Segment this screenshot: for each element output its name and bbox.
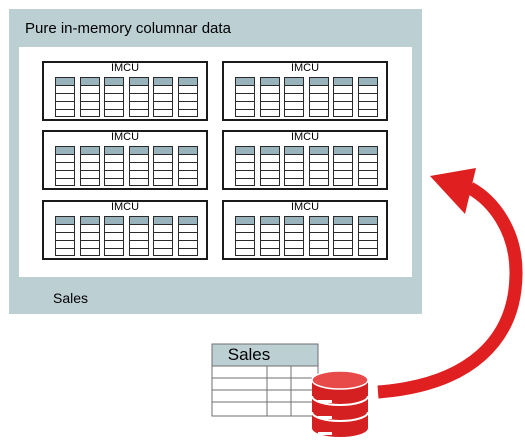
imcu-column <box>308 77 329 117</box>
imcu-column-header <box>358 217 377 225</box>
imcu-label: IMCU <box>110 131 140 143</box>
imcu-column <box>333 216 353 256</box>
imcu-column-header <box>309 78 328 86</box>
imcu-column <box>79 77 100 117</box>
imcu-column <box>357 216 378 256</box>
imcu-column-header <box>56 217 74 225</box>
imcu-block: IMCU <box>42 130 208 190</box>
imcu-column-header <box>285 78 303 86</box>
imcu-column-header <box>56 147 74 155</box>
imcu-column <box>284 146 304 186</box>
imcu-label: IMCU <box>290 62 320 74</box>
imcu-block: IMCU <box>222 130 388 190</box>
imcu-column-header <box>358 147 377 155</box>
imcu-column <box>55 216 75 256</box>
imcu-column <box>55 77 75 117</box>
imcu-column-header <box>236 217 254 225</box>
imcu-column <box>308 146 329 186</box>
imcu-block: IMCU <box>222 200 388 260</box>
imcu-column <box>357 146 378 186</box>
imcu-column-header <box>129 147 148 155</box>
imcu-column <box>79 216 100 256</box>
imcu-block: IMCU <box>222 61 388 121</box>
imcu-column <box>55 146 75 186</box>
imcu-label: IMCU <box>110 201 140 213</box>
imcu-column-header <box>309 217 328 225</box>
panel-footer-label: Sales <box>53 290 89 306</box>
imcu-column-header <box>260 147 279 155</box>
panel-title: Pure in-memory columnar data <box>25 20 231 37</box>
imcu-column-header <box>334 217 352 225</box>
imcu-column <box>128 77 149 117</box>
imcu-column <box>153 77 173 117</box>
imcu-column <box>177 77 198 117</box>
imcu-column-header <box>154 147 172 155</box>
imcu-column <box>79 146 100 186</box>
imcu-column-header <box>285 217 303 225</box>
imcu-column <box>153 146 173 186</box>
imcu-column-header <box>129 217 148 225</box>
imcu-column-header <box>178 147 197 155</box>
imcu-column <box>128 146 149 186</box>
imcu-column <box>128 216 149 256</box>
imcu-column-header <box>260 78 279 86</box>
imcu-column <box>259 216 280 256</box>
imcu-block: IMCU <box>42 61 208 121</box>
imcu-column <box>177 146 198 186</box>
imcu-column <box>104 216 124 256</box>
imcu-column <box>284 216 304 256</box>
imcu-column <box>308 216 329 256</box>
imcu-column <box>104 77 124 117</box>
imcu-label: IMCU <box>110 62 140 74</box>
imcu-column <box>153 216 173 256</box>
imcu-block: IMCU <box>42 200 208 260</box>
imcu-column-header <box>154 78 172 86</box>
imcu-column-header <box>309 147 328 155</box>
imcu-column <box>235 77 255 117</box>
imcu-label: IMCU <box>290 131 320 143</box>
imcu-column <box>235 146 255 186</box>
imcu-column-header <box>129 78 148 86</box>
imcu-column-header <box>80 217 99 225</box>
imcu-column <box>259 146 280 186</box>
imcu-column <box>259 77 280 117</box>
imcu-column-header <box>334 78 352 86</box>
imcu-column <box>333 77 353 117</box>
imcu-column-header <box>178 78 197 86</box>
imcu-column-header <box>80 78 99 86</box>
imcu-column-header <box>236 147 254 155</box>
imcu-column-header <box>154 217 172 225</box>
imcu-column <box>357 77 378 117</box>
sales-table-icon <box>211 343 319 417</box>
imcu-column-header <box>178 217 197 225</box>
imcu-column <box>333 146 353 186</box>
imcu-column <box>284 77 304 117</box>
imcu-column-header <box>105 217 123 225</box>
imcu-column-header <box>236 78 254 86</box>
imcu-column <box>104 146 124 186</box>
imcu-column-header <box>105 78 123 86</box>
source-table-title: Sales <box>227 345 271 364</box>
imcu-column-header <box>80 147 99 155</box>
imcu-label: IMCU <box>290 201 320 213</box>
imcu-column <box>235 216 255 256</box>
imcu-column <box>177 216 198 256</box>
database-icon <box>311 370 369 437</box>
imcu-column-header <box>105 147 123 155</box>
imcu-column-header <box>285 147 303 155</box>
imcu-column-header <box>260 217 279 225</box>
imcu-column-header <box>56 78 74 86</box>
imcu-column-header <box>358 78 377 86</box>
imcu-column-header <box>334 147 352 155</box>
